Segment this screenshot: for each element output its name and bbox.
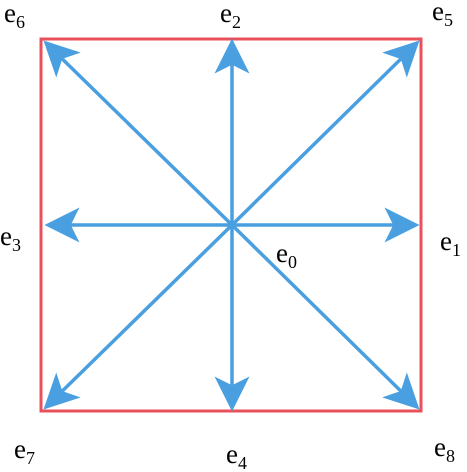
label-e5: e5 [432,0,453,30]
arrow-e5 [230,40,420,227]
label-e3: e3 [0,221,21,255]
label-e8: e8 [434,432,455,466]
label-e1: e1 [440,226,461,260]
arrow-e6 [43,40,234,227]
arrow-e7 [43,223,234,410]
label-e4: e4 [226,439,247,472]
label-e7: e7 [14,434,35,468]
label-e2: e2 [220,0,241,32]
label-e6: e6 [4,0,25,32]
label-e0: e0 [276,238,297,272]
arrow-e8 [230,223,420,410]
